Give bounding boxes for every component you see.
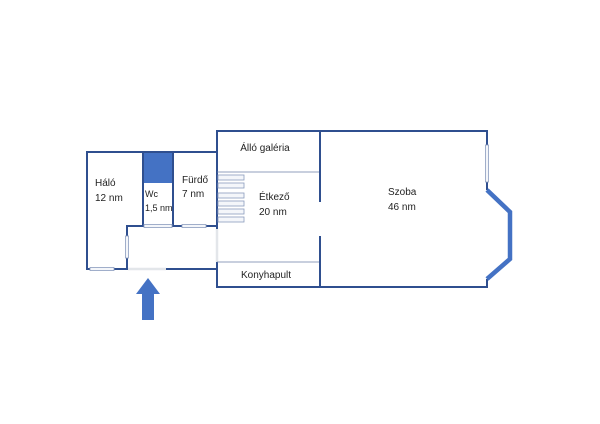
wc-window bbox=[143, 224, 173, 228]
bay-window bbox=[485, 188, 513, 281]
szoba-area: 46 nm bbox=[388, 202, 416, 213]
hall-wall bbox=[126, 225, 217, 269]
halo-area: 12 nm bbox=[95, 193, 123, 204]
wc-fill bbox=[143, 152, 173, 183]
szoba-label: Szoba bbox=[388, 187, 417, 198]
szoba-top-wall bbox=[320, 130, 488, 190]
wc-area: 1,5 nm bbox=[145, 203, 173, 213]
central-block bbox=[215, 130, 320, 288]
stairs bbox=[217, 174, 245, 223]
galeria-label: Álló galéria bbox=[240, 141, 290, 154]
konyhapult-label: Konyhapult bbox=[241, 270, 291, 281]
central-bottom-wall bbox=[216, 262, 320, 288]
hall-window bbox=[125, 235, 129, 259]
furdo-window bbox=[181, 224, 207, 228]
szoba-room bbox=[319, 130, 513, 288]
wc-label: Wc bbox=[145, 189, 158, 199]
furdo-area: 7 nm bbox=[182, 189, 204, 200]
szoba-bottom-wall bbox=[320, 279, 488, 288]
furdo-label: Fürdő bbox=[182, 175, 209, 186]
left-wing bbox=[86, 151, 217, 271]
halo-window bbox=[89, 267, 115, 271]
arrow-up-icon bbox=[136, 278, 160, 320]
szoba-window bbox=[485, 144, 489, 183]
halo-label: Háló bbox=[95, 178, 116, 189]
etkezo-area: 20 nm bbox=[259, 207, 287, 218]
central-top-wall bbox=[216, 130, 320, 229]
etkezo-label: Étkező bbox=[259, 190, 290, 203]
